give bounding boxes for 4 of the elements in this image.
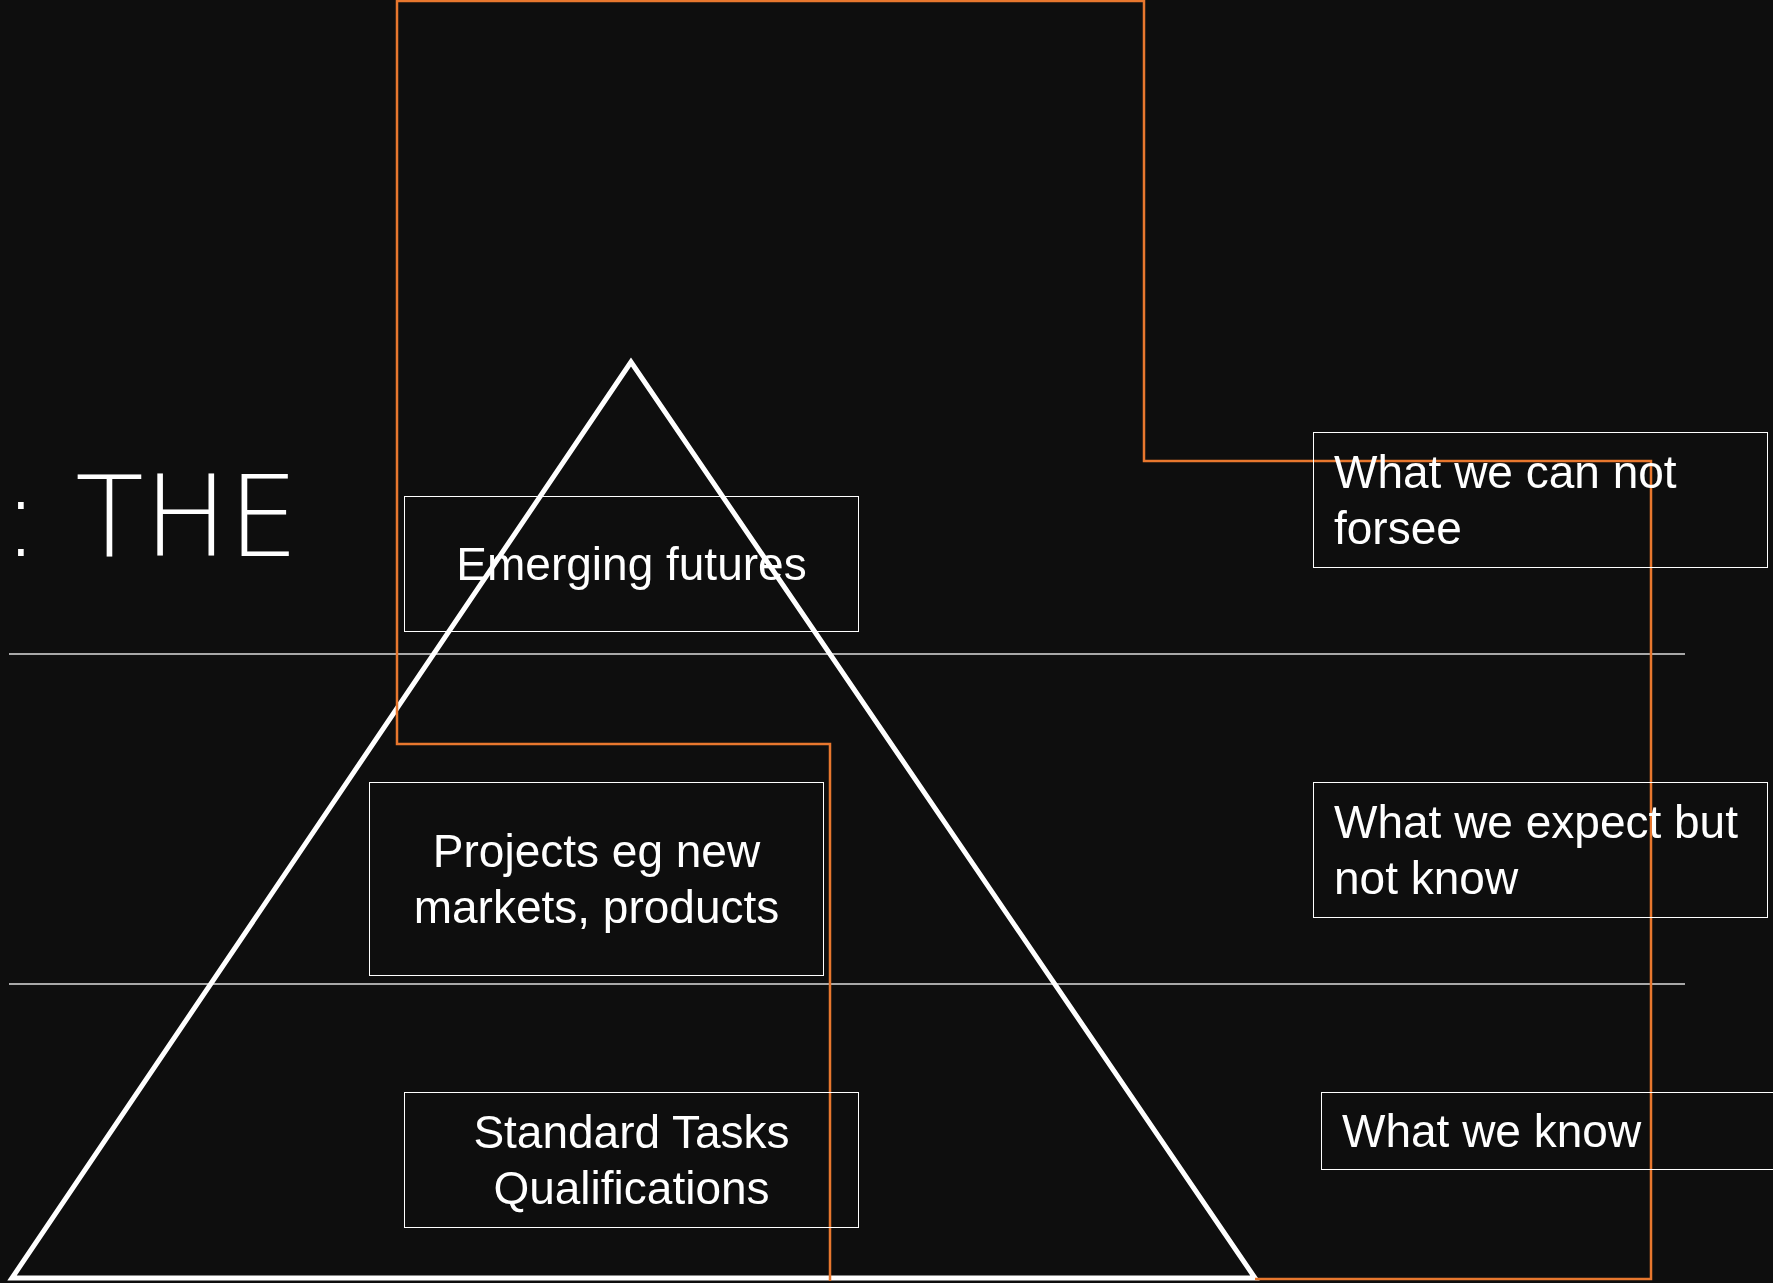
text-box: Standard Tasks Qualifications	[404, 1092, 859, 1228]
text-box: What we know	[1321, 1092, 1773, 1170]
title-fragment: : THE	[2, 452, 299, 582]
text-box: Projects eg new markets, products	[369, 782, 824, 976]
